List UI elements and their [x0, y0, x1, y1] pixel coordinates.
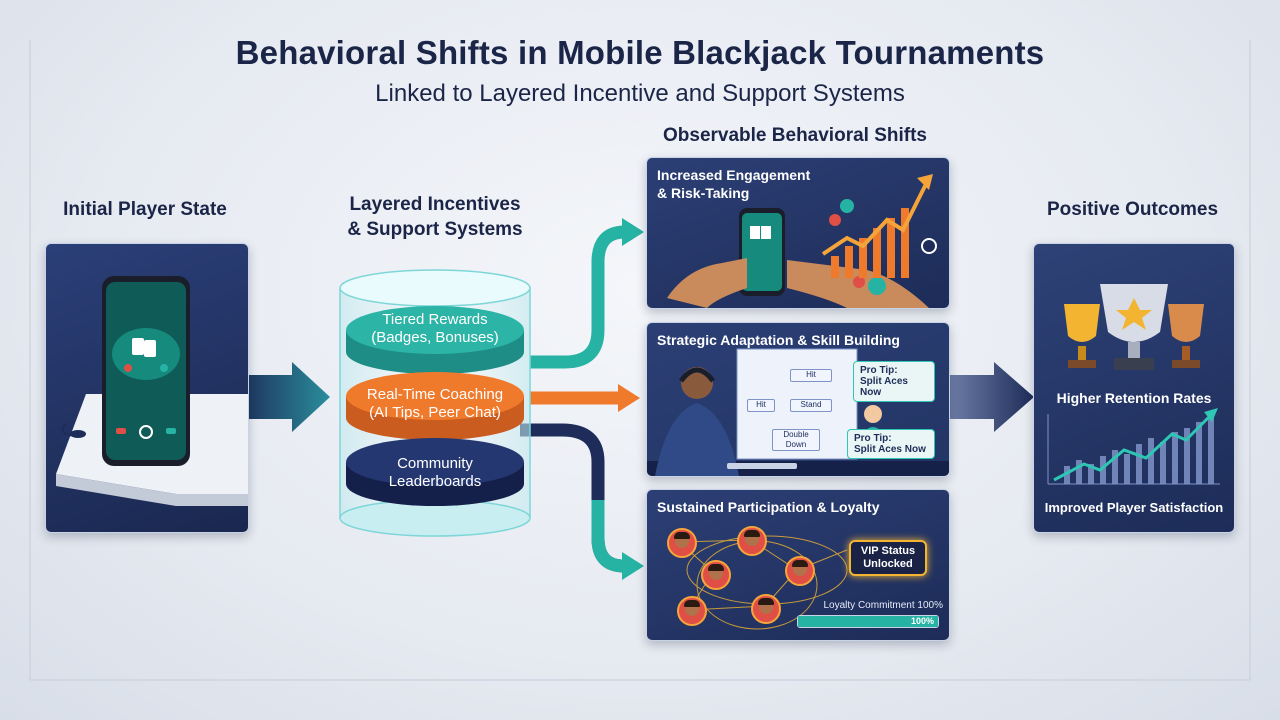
- phone-illustration: [56, 276, 248, 506]
- outcome-satisfaction: Improved Player Satisfaction: [1044, 500, 1224, 515]
- shift-loyalty-title: Sustained Participation & Loyalty: [657, 499, 880, 515]
- layer-tiered-rewards: Tiered Rewards (Badges, Bonuses): [340, 311, 530, 347]
- vip-badge-line1: VIP Status: [860, 545, 916, 557]
- pro-tip-2-text: Split Aces Now: [854, 444, 926, 455]
- layer-tiered-rewards-detail: (Badges, Bonuses): [371, 329, 499, 346]
- pro-tip-2-label: Pro Tip:: [854, 433, 892, 444]
- flow-node-hit-2: Hit: [747, 399, 775, 412]
- vip-badge-line2: Unlocked: [863, 558, 913, 570]
- shift-engagement-title: Increased Engagement & Risk-Taking: [657, 166, 810, 202]
- trophy-right: [1168, 304, 1204, 368]
- engagement-illustration: [667, 174, 937, 308]
- player-avatar-6: [751, 594, 781, 624]
- loyalty-progress-value: 100%: [910, 616, 934, 626]
- loyalty-meter-label: Loyalty Commitment 100%: [823, 600, 944, 611]
- column-heading-initial: Initial Player State: [63, 199, 227, 220]
- trophy-center: [1100, 284, 1168, 370]
- flow-node-double-down: Double Down: [772, 429, 820, 451]
- trophy-left: [1064, 304, 1100, 368]
- flow-node-hit-1: Hit: [790, 369, 832, 382]
- layer-coaching-title: Real-Time Coaching: [366, 386, 504, 403]
- player-avatar-2: [737, 526, 767, 556]
- column-heading-incentives-2: & Support Systems: [347, 219, 523, 240]
- vip-badge: VIP Status Unlocked: [849, 540, 927, 576]
- flow-node-stand: Stand: [790, 399, 832, 412]
- trophies-illustration: [1047, 284, 1220, 485]
- shift-card-loyalty: Sustained Participation & Loyalty VIP St…: [646, 489, 950, 641]
- pro-tip-1-text: Split Aces Now: [860, 376, 908, 398]
- layer-community-leaderboards: Community Leaderboards: [340, 455, 530, 491]
- layer-coaching-detail: (AI Tips, Peer Chat): [369, 404, 501, 421]
- layer-community-detail: Leaderboards: [388, 473, 482, 490]
- column-heading-incentives-1: Layered Incentives: [349, 194, 521, 215]
- shift-card-strategy: Strategic Adaptation & Skill Building Hi…: [646, 322, 950, 477]
- player-avatar-3: [701, 560, 731, 590]
- loyalty-progress-fill: [798, 616, 938, 627]
- shift-card-engagement: Increased Engagement & Risk-Taking: [646, 157, 950, 309]
- pro-tip-1: Pro Tip: Split Aces Now: [853, 361, 935, 402]
- shift-engagement-title-1: Increased Engagement: [657, 167, 811, 183]
- loyalty-progress-bar: 100%: [797, 615, 939, 628]
- column-heading-outcomes: Positive Outcomes: [1046, 199, 1219, 220]
- outcome-retention: Higher Retention Rates: [1056, 390, 1212, 406]
- page-title: Behavioral Shifts in Mobile Blackjack To…: [235, 34, 1045, 71]
- arrow-initial-to-layers: [236, 362, 330, 432]
- shift-engagement-title-2: & Risk-Taking: [657, 185, 750, 201]
- outcomes-card: Higher Retention Rates Improved Player S…: [1033, 243, 1235, 533]
- incentive-cylinder: [339, 269, 531, 537]
- pro-tip-2: Pro Tip: Split Aces Now: [847, 429, 935, 459]
- player-avatar-5: [677, 596, 707, 626]
- layer-tiered-rewards-title: Tiered Rewards: [382, 311, 488, 328]
- player-avatar-4: [785, 556, 815, 586]
- pro-tip-1-label: Pro Tip:: [860, 365, 898, 376]
- column-heading-shifts: Observable Behavioral Shifts: [663, 125, 927, 146]
- shift-strategy-title: Strategic Adaptation & Skill Building: [657, 332, 900, 348]
- layer-real-time-coaching: Real-Time Coaching (AI Tips, Peer Chat): [340, 386, 530, 422]
- page-subtitle: Linked to Layered Incentive and Support …: [375, 80, 905, 107]
- layer-community-title: Community: [397, 455, 473, 472]
- initial-state-card: [45, 243, 249, 533]
- player-avatar-1: [667, 528, 697, 558]
